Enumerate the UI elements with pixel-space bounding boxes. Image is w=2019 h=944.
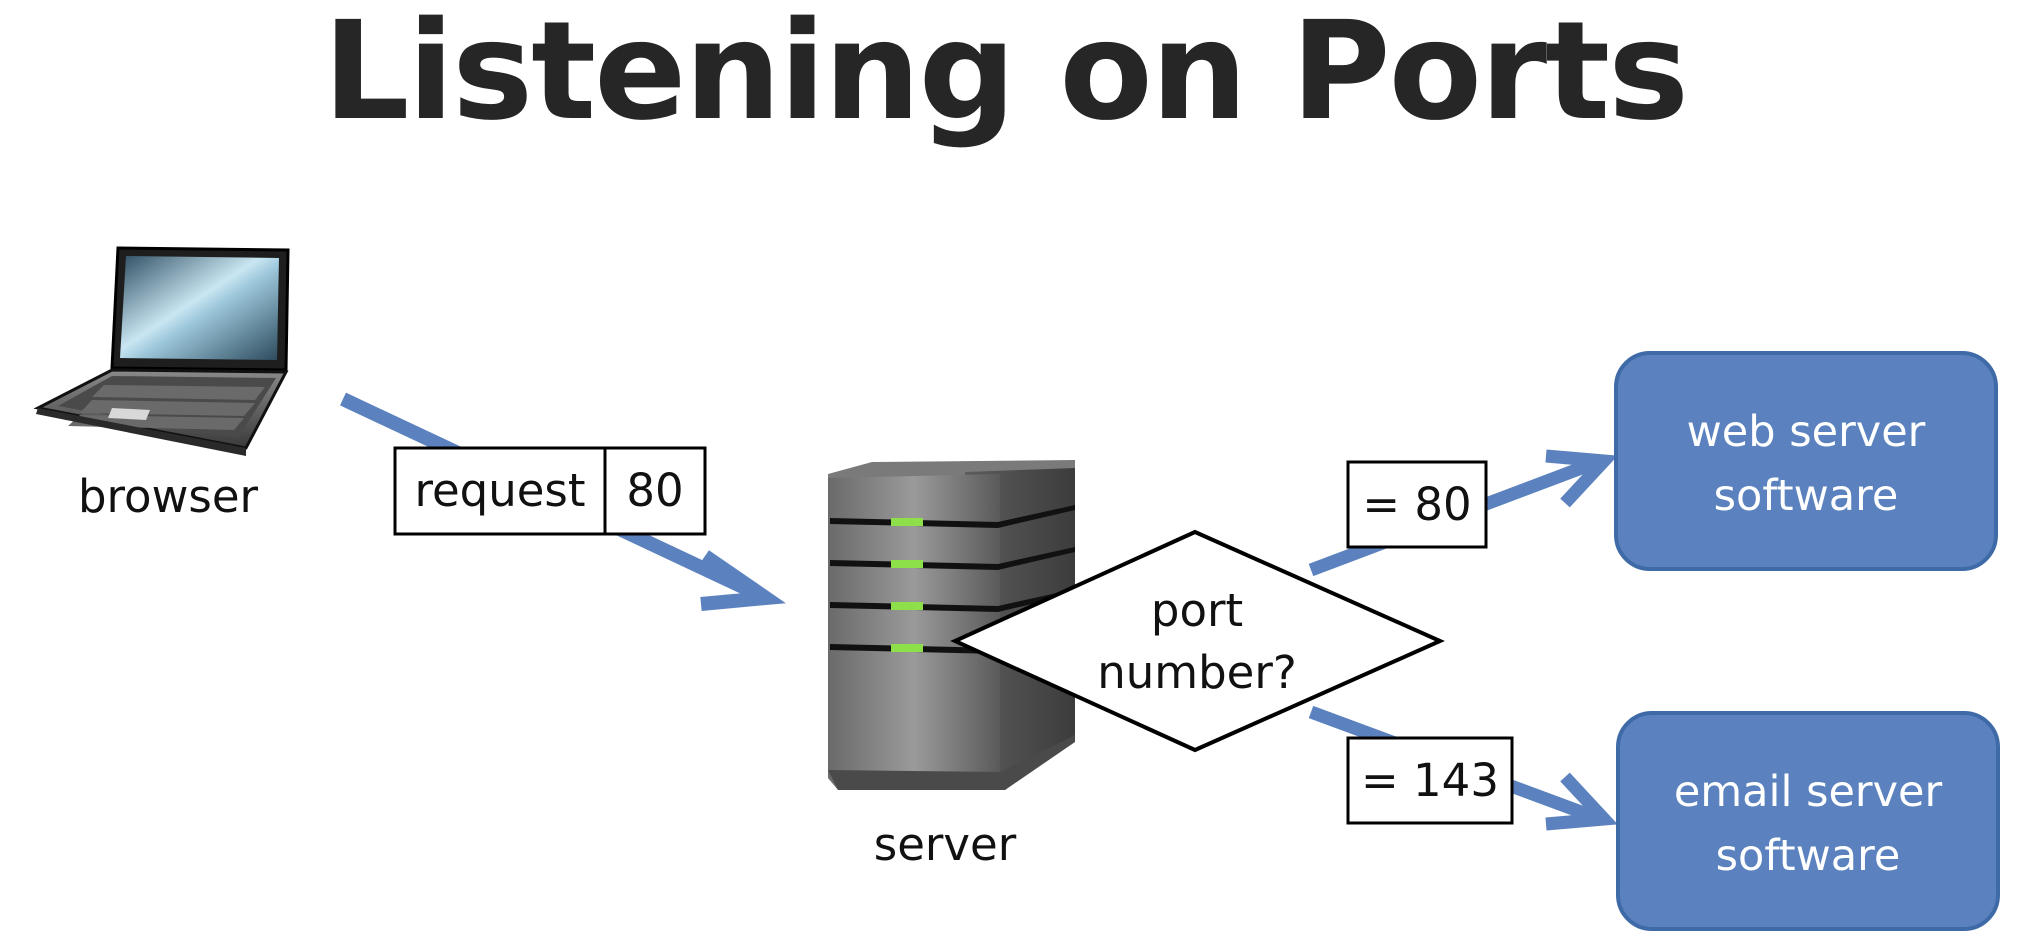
email-server-line-2: software bbox=[1716, 831, 1901, 881]
condition-box-80 bbox=[1346, 460, 1488, 549]
decision-line-1: port bbox=[1151, 584, 1243, 637]
server-label: server bbox=[874, 818, 1017, 871]
email-server-software-box bbox=[1616, 711, 2000, 931]
laptop-icon bbox=[33, 246, 290, 456]
port-decision-diamond bbox=[950, 529, 1445, 753]
condition-box-143 bbox=[1346, 736, 1514, 825]
condition-label-143: = 143 bbox=[1361, 754, 1499, 807]
page-title: Listening on Ports bbox=[323, 0, 1687, 151]
request-label: request bbox=[414, 464, 585, 517]
decision-line-2: number? bbox=[1097, 646, 1297, 699]
web-server-line-2: software bbox=[1714, 471, 1899, 521]
request-packet bbox=[393, 446, 707, 536]
email-server-line-1: email server bbox=[1674, 767, 1943, 817]
browser-label: browser bbox=[78, 470, 259, 523]
request-port-label: 80 bbox=[626, 464, 683, 517]
condition-label-80: = 80 bbox=[1362, 478, 1471, 531]
web-server-line-1: web server bbox=[1687, 407, 1926, 457]
web-server-software-box bbox=[1614, 351, 1998, 571]
